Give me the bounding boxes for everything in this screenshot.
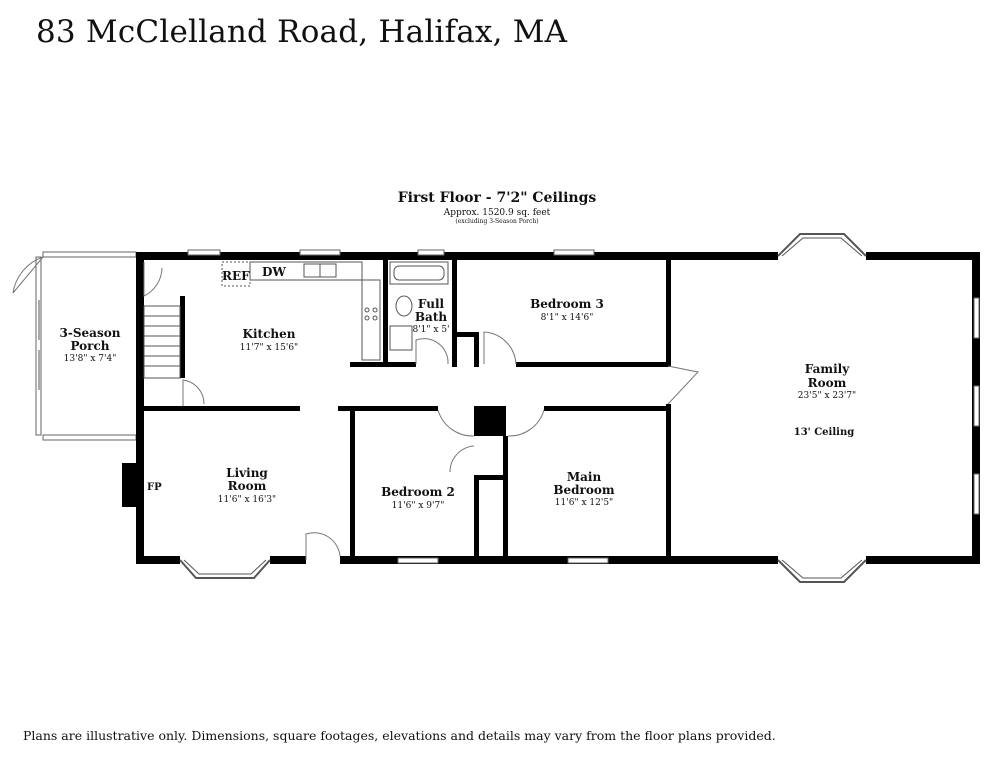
living-label-1: Living <box>226 466 268 480</box>
bath-dims: 8'1" x 5' <box>412 325 449 335</box>
family-dims: 23'5" x 23'7" <box>798 391 856 401</box>
bedroom2-dims: 11'6" x 9'7" <box>392 501 445 511</box>
living-label-2: Room <box>228 479 267 493</box>
doors <box>143 262 699 560</box>
porch-label-1: 3-Season <box>60 326 121 340</box>
kitchen-fixtures <box>143 261 381 379</box>
bath-fixtures <box>389 261 449 351</box>
ref-label: REF <box>222 269 250 283</box>
room-living: Living Room 11'6" x 16'3" FP <box>147 466 276 505</box>
disclaimer: Plans are illustrative only. Dimensions,… <box>23 728 776 743</box>
main-label-2: Bedroom <box>553 483 614 497</box>
room-main: Main Bedroom 11'6" x 12'5" <box>553 470 614 508</box>
family-label-1: Family <box>805 362 850 376</box>
room-kitchen: Kitchen 11'7" x 15'6" <box>240 327 298 353</box>
room-family: Family Room 23'5" x 23'7" 13' Ceiling <box>794 362 856 438</box>
porch-label-2: Porch <box>70 339 109 353</box>
floor-area: Approx. 1520.9 sq. feet <box>443 208 551 218</box>
main-dims: 11'6" x 12'5" <box>555 498 613 508</box>
main-label-1: Main <box>567 470 602 484</box>
bath-label-1: Full <box>418 297 445 311</box>
kitchen-dims: 11'7" x 15'6" <box>240 343 298 353</box>
family-label-2: Room <box>808 376 847 390</box>
room-porch: 3-Season Porch 13'8" x 7'4" <box>60 326 121 364</box>
bedroom3-label: Bedroom 3 <box>530 297 604 311</box>
fixture-labels: REF DW <box>222 265 286 283</box>
fireplace-label: FP <box>147 482 162 493</box>
floor-area-note: (excluding 3-Season Porch) <box>455 218 539 225</box>
page-title: 83 McClelland Road, Halifax, MA <box>36 14 568 50</box>
interior-walls <box>144 260 671 556</box>
room-bath: Full Bath 8'1" x 5' <box>412 297 449 335</box>
bath-label-2: Bath <box>415 310 447 324</box>
floor-title: First Floor - 7'2" Ceilings <box>397 190 597 206</box>
living-dims: 11'6" x 16'3" <box>218 495 276 505</box>
porch-walls <box>12 251 137 441</box>
kitchen-label: Kitchen <box>243 327 296 341</box>
windows <box>179 233 980 583</box>
bedroom2-label: Bedroom 2 <box>381 485 455 499</box>
room-bedroom2: Bedroom 2 11'6" x 9'7" <box>381 485 455 511</box>
dw-label: DW <box>262 265 286 279</box>
porch-dims: 13'8" x 7'4" <box>64 354 117 364</box>
family-ceiling: 13' Ceiling <box>794 427 854 438</box>
bedroom3-dims: 8'1" x 14'6" <box>541 313 594 323</box>
room-bedroom3: Bedroom 3 8'1" x 14'6" <box>530 297 604 323</box>
